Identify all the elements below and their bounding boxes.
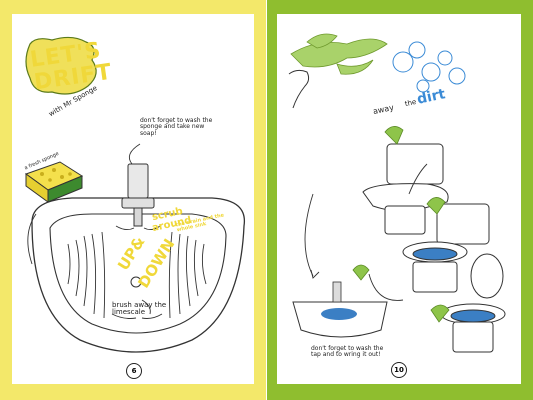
toilet-illustration bbox=[288, 33, 506, 353]
toilet-3-icon bbox=[440, 253, 506, 353]
drain-icon bbox=[130, 276, 142, 288]
note-sponge: don't forget to wash the sponge and take… bbox=[140, 117, 213, 137]
title-lettering-icon bbox=[25, 36, 97, 95]
leaves-icon bbox=[290, 33, 388, 75]
small-sink-icon bbox=[292, 281, 388, 338]
right-page-panel: away the dirt don't forget to wash the t… bbox=[277, 14, 521, 384]
toilet-1-icon bbox=[362, 143, 449, 235]
page-number: 6 bbox=[126, 363, 142, 379]
left-page: LET'S DRIFT with Mr Sponge a fresh spong… bbox=[0, 0, 266, 400]
scrub-marks bbox=[67, 225, 207, 319]
toilet-2-icon bbox=[402, 203, 490, 293]
limescale-note: brush away the limescale bbox=[112, 301, 167, 317]
sponge-icon bbox=[24, 161, 84, 203]
glove-icon bbox=[352, 126, 450, 323]
hand-icon bbox=[288, 69, 310, 109]
page-number: 10 bbox=[391, 362, 407, 378]
tap-note: don't forget to wash the tap and to wrin… bbox=[311, 345, 384, 359]
right-page: away the dirt don't forget to wash the t… bbox=[267, 0, 533, 400]
dirt-bubbles-icon bbox=[392, 41, 466, 93]
faucet-icon bbox=[121, 163, 155, 227]
sink-illustration bbox=[24, 36, 246, 353]
left-page-panel: LET'S DRIFT with Mr Sponge a fresh spong… bbox=[12, 14, 254, 384]
